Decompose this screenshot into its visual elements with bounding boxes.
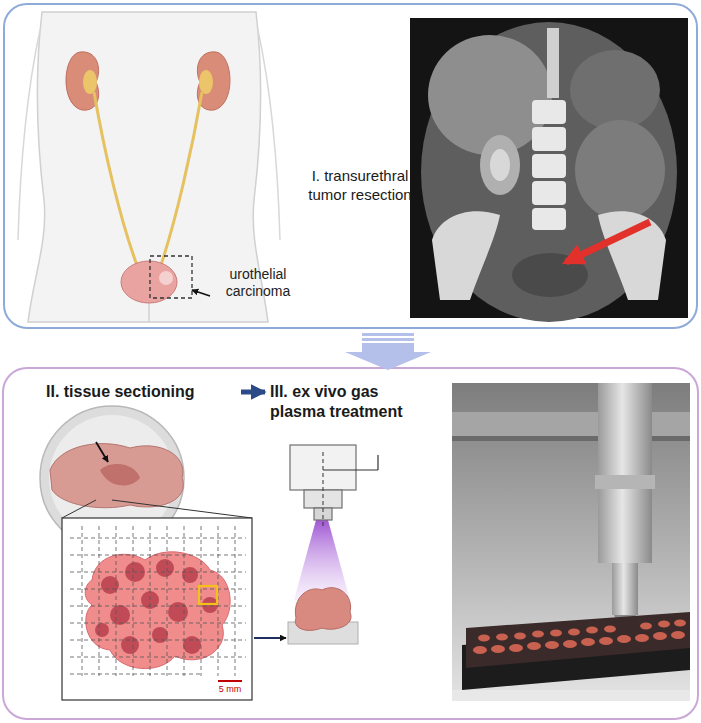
step-label: III. ex vivo gas plasma treatment — [270, 382, 438, 422]
flow-arrow — [241, 390, 265, 395]
panel-outline — [3, 368, 698, 719]
step-label: II. tissue sectioning — [46, 382, 236, 402]
device-photograph — [452, 383, 690, 701]
step-panel: I. transurethral tumor resection — [3, 3, 698, 329]
ct-scan-image — [410, 18, 688, 322]
transition-arrow — [345, 333, 431, 370]
step-title: I. transurethral tumor resection — [293, 167, 427, 205]
callout-label: urothelial carcinoma — [212, 266, 304, 300]
scale-label: 5 mm — [212, 684, 248, 695]
step-title: III. ex vivo gas plasma treatment — [270, 382, 438, 422]
plasma-jet-schematic — [288, 445, 378, 644]
step-title: II. tissue sectioning — [46, 382, 236, 402]
tissue-grid-inset — [62, 500, 286, 700]
